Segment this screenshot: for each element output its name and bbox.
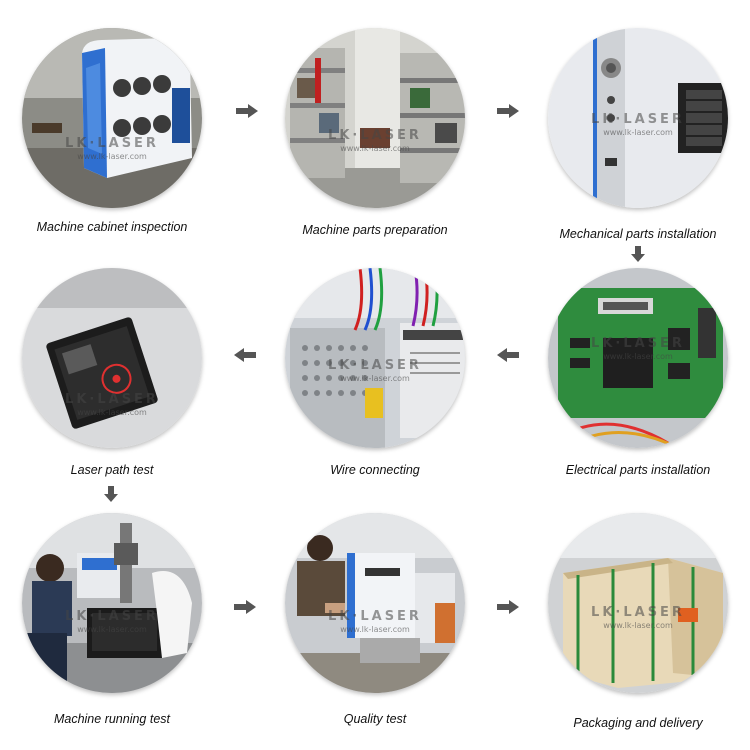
watermark-url: www.lk-laser.com — [603, 621, 673, 630]
step-2-photo: LK·LASER www.lk-laser.com — [285, 28, 465, 208]
cabinet-photo-image — [22, 28, 202, 208]
laser-path-photo-image — [22, 268, 202, 448]
arrow-icon — [631, 246, 645, 262]
watermark-brand: LK·LASER — [65, 609, 159, 624]
arrow-icon — [236, 104, 258, 118]
watermark-url: www.lk-laser.com — [340, 374, 410, 383]
watermark-url: www.lk-laser.com — [340, 625, 410, 634]
step-6-caption: Laser path test — [70, 463, 154, 477]
arrow-icon — [234, 348, 256, 362]
watermark-brand: LK·LASER — [65, 392, 159, 407]
electrical-photo-image — [548, 268, 728, 448]
warehouse-photo-image — [285, 28, 465, 208]
watermark-brand: LK·LASER — [591, 336, 685, 351]
running-test-photo-image — [22, 513, 202, 693]
arrow-icon — [497, 104, 519, 118]
step-3-caption: Mechanical parts installation — [559, 227, 717, 241]
step-5-photo: LK·LASER www.lk-laser.com — [285, 268, 465, 448]
watermark-brand: LK·LASER — [65, 136, 159, 151]
watermark-url: www.lk-laser.com — [603, 128, 673, 137]
watermark-url: www.lk-laser.com — [340, 144, 410, 153]
step-7-photo: LK·LASER www.lk-laser.com — [22, 513, 202, 693]
step-7-caption: Machine running test — [53, 712, 171, 726]
mechanical-photo-image — [548, 28, 728, 208]
watermark-brand: LK·LASER — [328, 128, 422, 143]
step-5-caption: Wire connecting — [330, 463, 420, 477]
step-6-photo: LK·LASER www.lk-laser.com — [22, 268, 202, 448]
step-1-caption: Machine cabinet inspection — [36, 220, 188, 234]
watermark-brand: LK·LASER — [591, 112, 685, 127]
watermark-brand: LK·LASER — [328, 609, 422, 624]
step-2-caption: Machine parts preparation — [302, 223, 448, 237]
step-8-caption: Quality test — [343, 712, 407, 726]
step-8-photo: LK·LASER www.lk-laser.com — [285, 513, 465, 693]
step-9-caption: Packaging and delivery — [573, 716, 703, 730]
watermark-url: www.lk-laser.com — [603, 352, 673, 361]
arrow-icon — [104, 486, 118, 502]
step-4-photo: LK·LASER www.lk-laser.com — [548, 268, 728, 448]
watermark-url: www.lk-laser.com — [77, 625, 147, 634]
arrow-icon — [497, 348, 519, 362]
step-9-photo: LK·LASER www.lk-laser.com — [548, 513, 728, 693]
watermark-brand: LK·LASER — [591, 605, 685, 620]
packaging-photo-image — [548, 513, 728, 693]
step-3-photo: LK·LASER www.lk-laser.com — [548, 28, 728, 208]
watermark-url: www.lk-laser.com — [77, 152, 147, 161]
step-4-caption: Electrical parts installation — [565, 463, 711, 477]
watermark-brand: LK·LASER — [328, 358, 422, 373]
arrow-icon — [497, 600, 519, 614]
watermark-url: www.lk-laser.com — [77, 408, 147, 417]
arrow-icon — [234, 600, 256, 614]
step-1-photo: LK·LASER www.lk-laser.com — [22, 28, 202, 208]
quality-test-photo-image — [285, 513, 465, 693]
